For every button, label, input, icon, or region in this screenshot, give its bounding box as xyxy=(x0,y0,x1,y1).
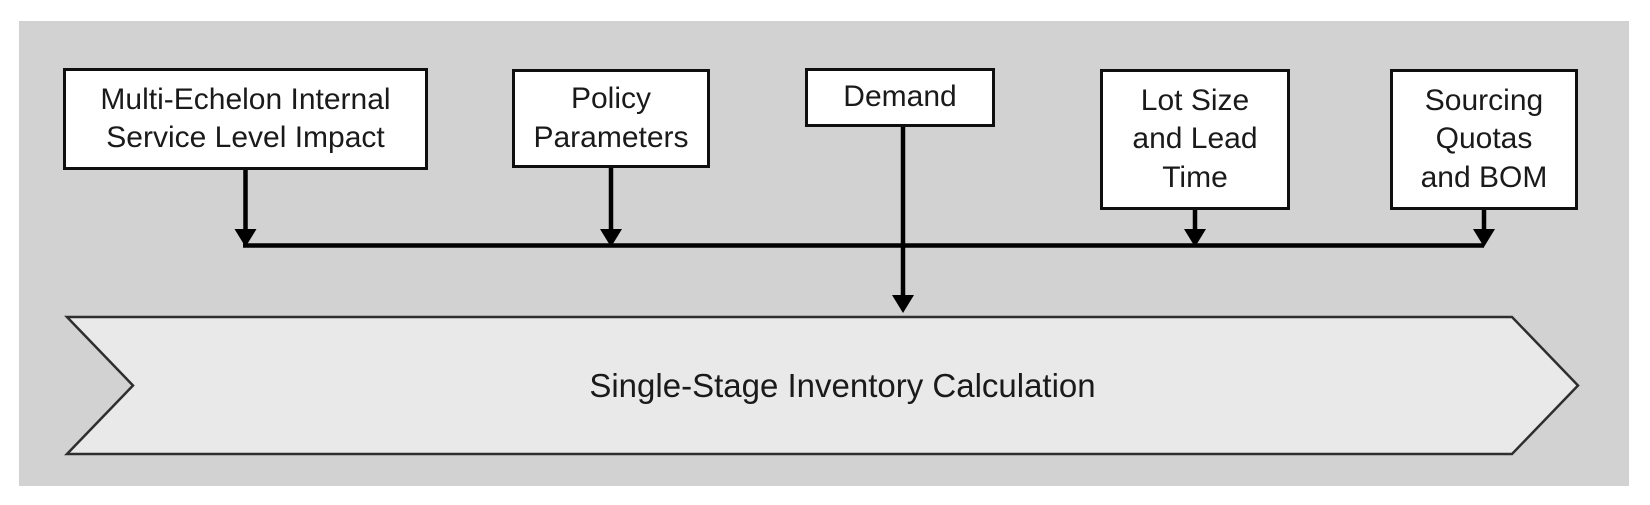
node-sourcing-quotas-and-bom: Sourcing Quotas and BOM xyxy=(1390,69,1578,210)
arrow-multi-echelon xyxy=(234,170,257,247)
node-multi-echelon-internal-service-level-impact: Multi-Echelon Internal Service Level Imp… xyxy=(63,68,428,170)
arrow-policy-parameters xyxy=(600,168,622,247)
arrow-lot-size-lead-time xyxy=(1184,210,1206,247)
process-banner-label: Single-Stage Inventory Calculation xyxy=(589,366,1096,404)
node-demand: Demand xyxy=(805,68,995,127)
node-lot-size-and-lead-time: Lot Size and Lead Time xyxy=(1100,69,1290,210)
arrow-demand xyxy=(892,127,914,313)
node-policy-parameters: Policy Parameters xyxy=(512,69,710,168)
arrow-sourcing-quotas-bom xyxy=(1473,210,1495,247)
process-banner-shape xyxy=(64,315,1580,456)
